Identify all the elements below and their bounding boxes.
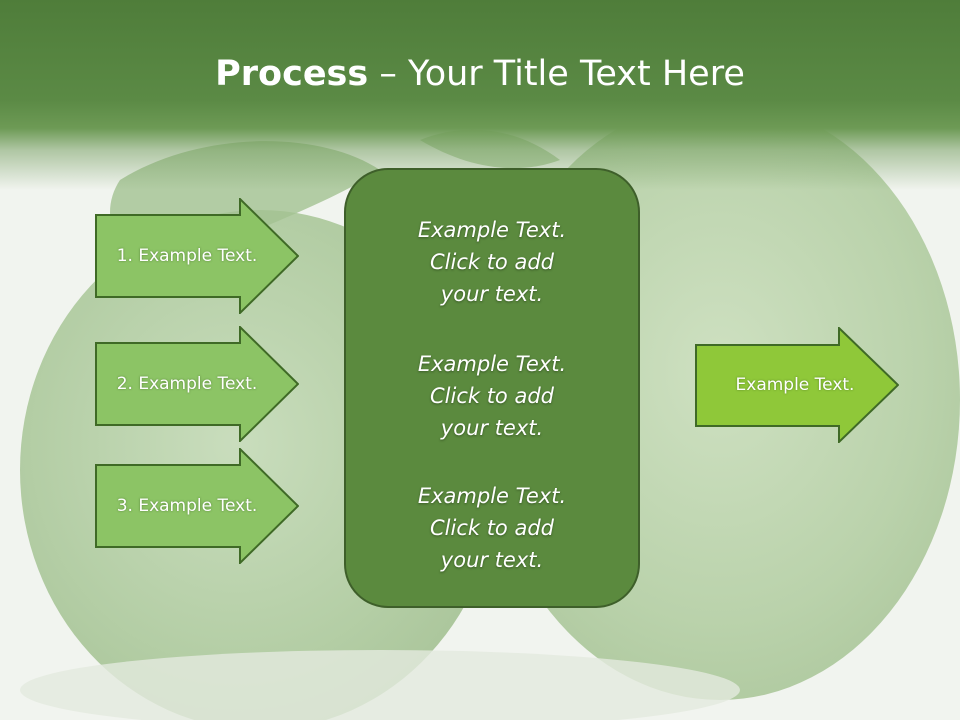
- arrow-label: 3. Example Text.: [116, 496, 258, 516]
- arrow-label: Example Text.: [735, 375, 855, 395]
- title-bar: [0, 0, 960, 190]
- text-line: Click to add: [429, 250, 554, 274]
- output-arrow[interactable]: Example Text.: [695, 327, 899, 443]
- text-line: Example Text.: [417, 484, 567, 508]
- slide-title[interactable]: Process – Your Title Text Here: [0, 52, 960, 96]
- process-arrow-1[interactable]: 1. Example Text.: [95, 198, 299, 314]
- text-line: Click to add: [429, 384, 554, 408]
- text-block-3: Example Text. Click to add your text.: [346, 480, 638, 576]
- text-line: your text.: [440, 416, 544, 440]
- arrow-shape: [95, 326, 299, 442]
- arrow-shape: [95, 198, 299, 314]
- text-block-2: Example Text. Click to add your text.: [346, 348, 638, 444]
- text-line: Click to add: [429, 516, 554, 540]
- text-line: your text.: [440, 548, 544, 572]
- process-arrow-3[interactable]: 3. Example Text.: [95, 448, 299, 564]
- text-line: Example Text.: [417, 352, 567, 376]
- arrow-shape: [95, 448, 299, 564]
- arrow-label: 1. Example Text.: [116, 246, 258, 266]
- arrow-shape: [695, 327, 899, 443]
- center-text-box[interactable]: Example Text. Click to add your text. Ex…: [344, 168, 640, 608]
- process-arrow-2[interactable]: 2. Example Text.: [95, 326, 299, 442]
- text-line: Example Text.: [417, 218, 567, 242]
- text-block-1: Example Text. Click to add your text.: [346, 214, 638, 310]
- title-bold: Process: [215, 54, 369, 94]
- title-rest: – Your Title Text Here: [368, 54, 745, 94]
- arrow-label: 2. Example Text.: [116, 374, 258, 394]
- text-line: your text.: [440, 282, 544, 306]
